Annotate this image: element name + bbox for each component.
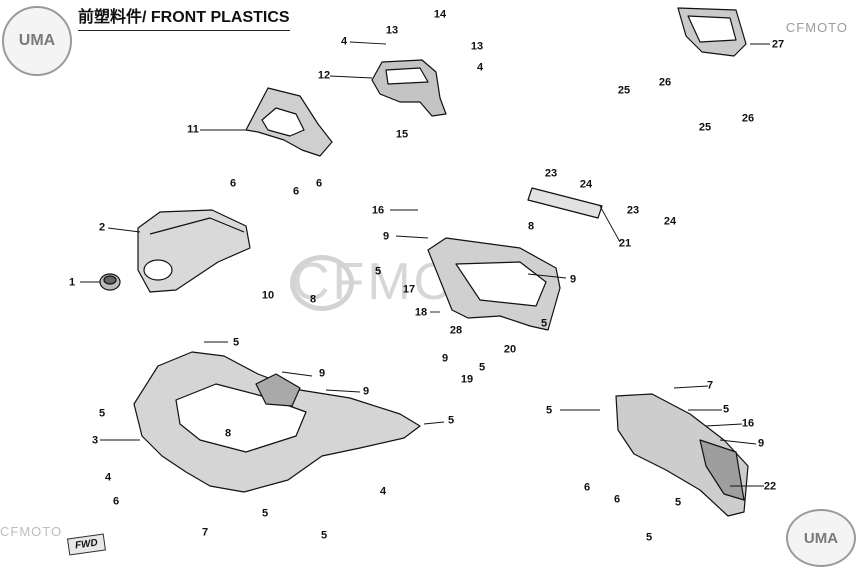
part-headlight-shroud <box>245 87 333 157</box>
callout-5: 5 <box>645 531 653 544</box>
uma-logo-top-left: UMA <box>2 6 72 76</box>
callout-8: 8 <box>224 427 232 440</box>
callout-22: 22 <box>763 480 777 493</box>
callout-5: 5 <box>261 507 269 520</box>
callout-6: 6 <box>229 177 237 190</box>
callout-5: 5 <box>478 361 486 374</box>
callout-6: 6 <box>292 185 300 198</box>
callout-26: 26 <box>658 76 672 89</box>
callout-14: 14 <box>433 8 447 21</box>
part-foam-strip <box>527 187 603 219</box>
callout-18: 18 <box>414 306 428 319</box>
callout-16: 16 <box>741 417 755 430</box>
uma-logo-bottom-right: UMA <box>786 509 856 567</box>
callout-8: 8 <box>527 220 535 233</box>
cfmoto-logo-top-right: CFMOTO <box>785 20 848 35</box>
leader-lines <box>80 41 770 487</box>
callout-8: 8 <box>309 293 317 306</box>
callout-13: 13 <box>385 24 399 37</box>
callout-13: 13 <box>470 40 484 53</box>
callout-6: 6 <box>315 177 323 190</box>
part-front-body <box>133 351 421 493</box>
callout-25: 25 <box>617 84 631 97</box>
callout-20: 20 <box>503 343 517 356</box>
callout-16: 16 <box>371 204 385 217</box>
callout-5: 5 <box>374 265 382 278</box>
callout-5: 5 <box>545 404 553 417</box>
callout-11: 11 <box>187 123 199 136</box>
callout-5: 5 <box>674 496 682 509</box>
callout-23: 23 <box>544 167 558 180</box>
part-dash-panel <box>371 59 447 117</box>
callout-24: 24 <box>579 178 593 191</box>
callout-27: 27 <box>771 38 785 51</box>
part-tank-cover <box>137 209 251 293</box>
callout-7: 7 <box>706 379 714 392</box>
callout-26: 26 <box>741 112 755 125</box>
callout-17: 17 <box>402 283 416 296</box>
callout-3: 3 <box>91 434 99 447</box>
callout-5: 5 <box>447 414 455 427</box>
callout-4: 4 <box>476 61 484 74</box>
callout-6: 6 <box>583 481 591 494</box>
callout-15: 15 <box>395 128 409 141</box>
callout-10: 10 <box>261 289 275 302</box>
callout-4: 4 <box>379 485 387 498</box>
callout-21: 21 <box>618 237 632 250</box>
callout-9: 9 <box>318 367 326 380</box>
part-fuel-cap <box>99 273 121 291</box>
callout-6: 6 <box>112 495 120 508</box>
callout-6: 6 <box>613 493 621 506</box>
callout-12: 12 <box>317 69 331 82</box>
callout-7: 7 <box>201 526 209 539</box>
callout-5: 5 <box>540 317 548 330</box>
callout-4: 4 <box>104 471 112 484</box>
callout-2: 2 <box>98 221 106 234</box>
callout-24: 24 <box>663 215 677 228</box>
callout-5: 5 <box>320 529 328 542</box>
callout-23: 23 <box>626 204 640 217</box>
callout-9: 9 <box>757 437 765 450</box>
callout-5: 5 <box>232 336 240 349</box>
callout-9: 9 <box>362 385 370 398</box>
callout-28: 28 <box>449 324 463 337</box>
callout-9: 9 <box>569 273 577 286</box>
cfmoto-logo-bottom-left: CFMOTO <box>0 524 63 539</box>
part-inner-fender <box>427 237 561 331</box>
callout-9: 9 <box>382 230 390 243</box>
page-title: 前塑料件/ FRONT PLASTICS <box>78 3 290 31</box>
watermark-ring <box>290 255 354 311</box>
callout-1: 1 <box>68 276 76 289</box>
callout-9: 9 <box>441 352 449 365</box>
part-side-panel <box>615 393 749 517</box>
callout-5: 5 <box>722 403 730 416</box>
callout-25: 25 <box>698 121 712 134</box>
part-top-right-cover <box>677 7 747 57</box>
callout-19: 19 <box>460 373 474 386</box>
callout-4: 4 <box>340 35 348 48</box>
callout-5: 5 <box>98 407 106 420</box>
